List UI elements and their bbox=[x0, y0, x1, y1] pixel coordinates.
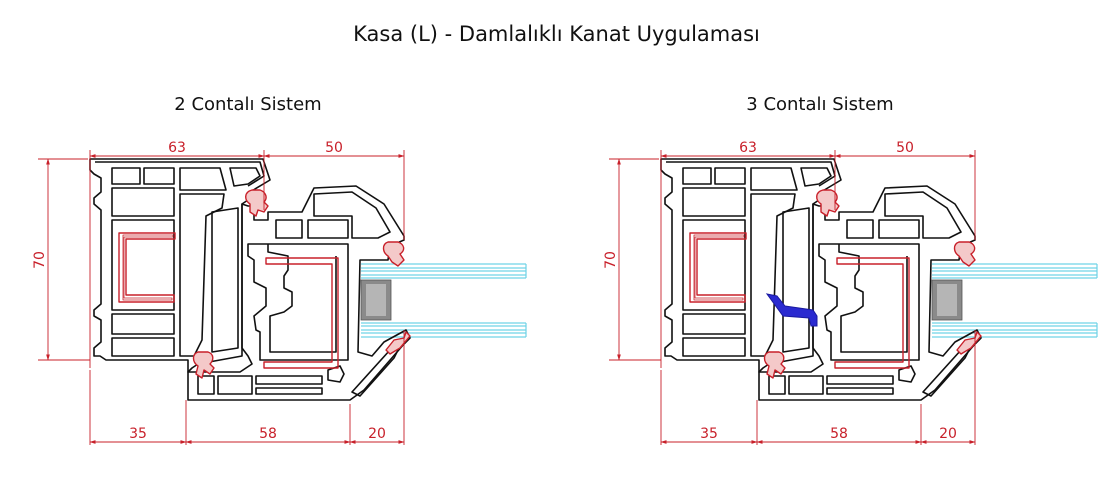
dim-height-70: 70 bbox=[32, 251, 48, 269]
dim-top-50: 50 bbox=[325, 140, 343, 156]
panel-3-gasket: 63 50 70 35 58 20 bbox=[603, 140, 1098, 445]
panel-2-gasket: 63 50 70 35 58 20 bbox=[32, 140, 527, 445]
panel-title-3-gasket: 3 Contalı Sistem bbox=[746, 94, 894, 115]
dim-bottom-20: 20 bbox=[368, 426, 386, 442]
middle-gasket bbox=[765, 293, 818, 327]
dim-bottom-58: 58 bbox=[259, 426, 277, 442]
dim-top-63: 63 bbox=[739, 140, 757, 156]
dim-bottom-35: 35 bbox=[129, 426, 147, 442]
dim-bottom-35: 35 bbox=[700, 426, 718, 442]
page-title: Kasa (L) - Damlalıklı Kanat Uygulaması bbox=[353, 22, 760, 46]
dim-bottom-20: 20 bbox=[939, 426, 957, 442]
panel-title-2-gasket: 2 Contalı Sistem bbox=[174, 94, 322, 115]
dim-height-70: 70 bbox=[603, 251, 619, 269]
dim-bottom-58: 58 bbox=[830, 426, 848, 442]
dim-top-63: 63 bbox=[168, 140, 186, 156]
dim-top-50: 50 bbox=[896, 140, 914, 156]
